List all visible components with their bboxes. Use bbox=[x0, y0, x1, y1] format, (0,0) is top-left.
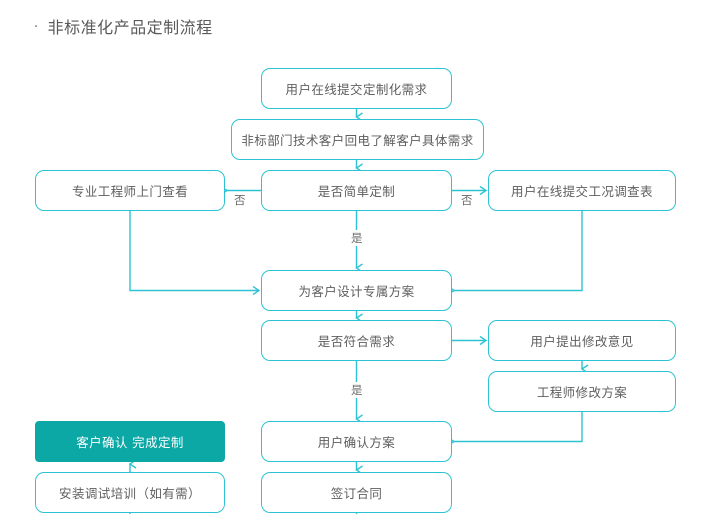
node-user-submit-request[interactable]: 用户在线提交定制化需求 bbox=[261, 68, 452, 109]
node-decision-meets-needs[interactable]: 是否符合需求 bbox=[261, 320, 452, 361]
edge-n4-n6 bbox=[129, 211, 261, 296]
node-decision-simple-custom[interactable]: 是否简单定制 bbox=[261, 170, 452, 211]
node-user-submit-survey-form[interactable]: 用户在线提交工况调查表 bbox=[488, 170, 676, 211]
node-department-callback[interactable]: 非标部门技术客户回电了解客户具体需求 bbox=[231, 119, 484, 160]
page-title: · 非标准化产品定制流程 bbox=[34, 17, 213, 39]
page-title-text: 非标准化产品定制流程 bbox=[47, 18, 213, 37]
edge-label-no-right: 否 bbox=[459, 192, 475, 208]
node-user-confirm-solution[interactable]: 用户确认方案 bbox=[261, 421, 452, 462]
edge-n5-n6 bbox=[447, 211, 583, 296]
edge-n9-n10 bbox=[447, 412, 583, 447]
node-engineer-onsite-visit[interactable]: 专业工程师上门查看 bbox=[35, 170, 225, 211]
bullet-icon: · bbox=[34, 20, 39, 35]
node-customer-confirm-complete[interactable]: 客户确认 完成定制 bbox=[35, 421, 225, 462]
node-design-custom-solution[interactable]: 为客户设计专属方案 bbox=[261, 270, 452, 311]
node-install-debug-training[interactable]: 安装调试培训（如有需） bbox=[35, 472, 225, 513]
node-sign-contract[interactable]: 签订合同 bbox=[261, 472, 452, 513]
edge-label-no-left: 否 bbox=[232, 192, 248, 208]
node-user-revision-feedback[interactable]: 用户提出修改意见 bbox=[488, 320, 676, 361]
node-engineer-revise-solution[interactable]: 工程师修改方案 bbox=[488, 371, 676, 412]
edge-label-yes-mid: 是 bbox=[349, 230, 365, 246]
edge-label-yes-low: 是 bbox=[349, 382, 365, 398]
